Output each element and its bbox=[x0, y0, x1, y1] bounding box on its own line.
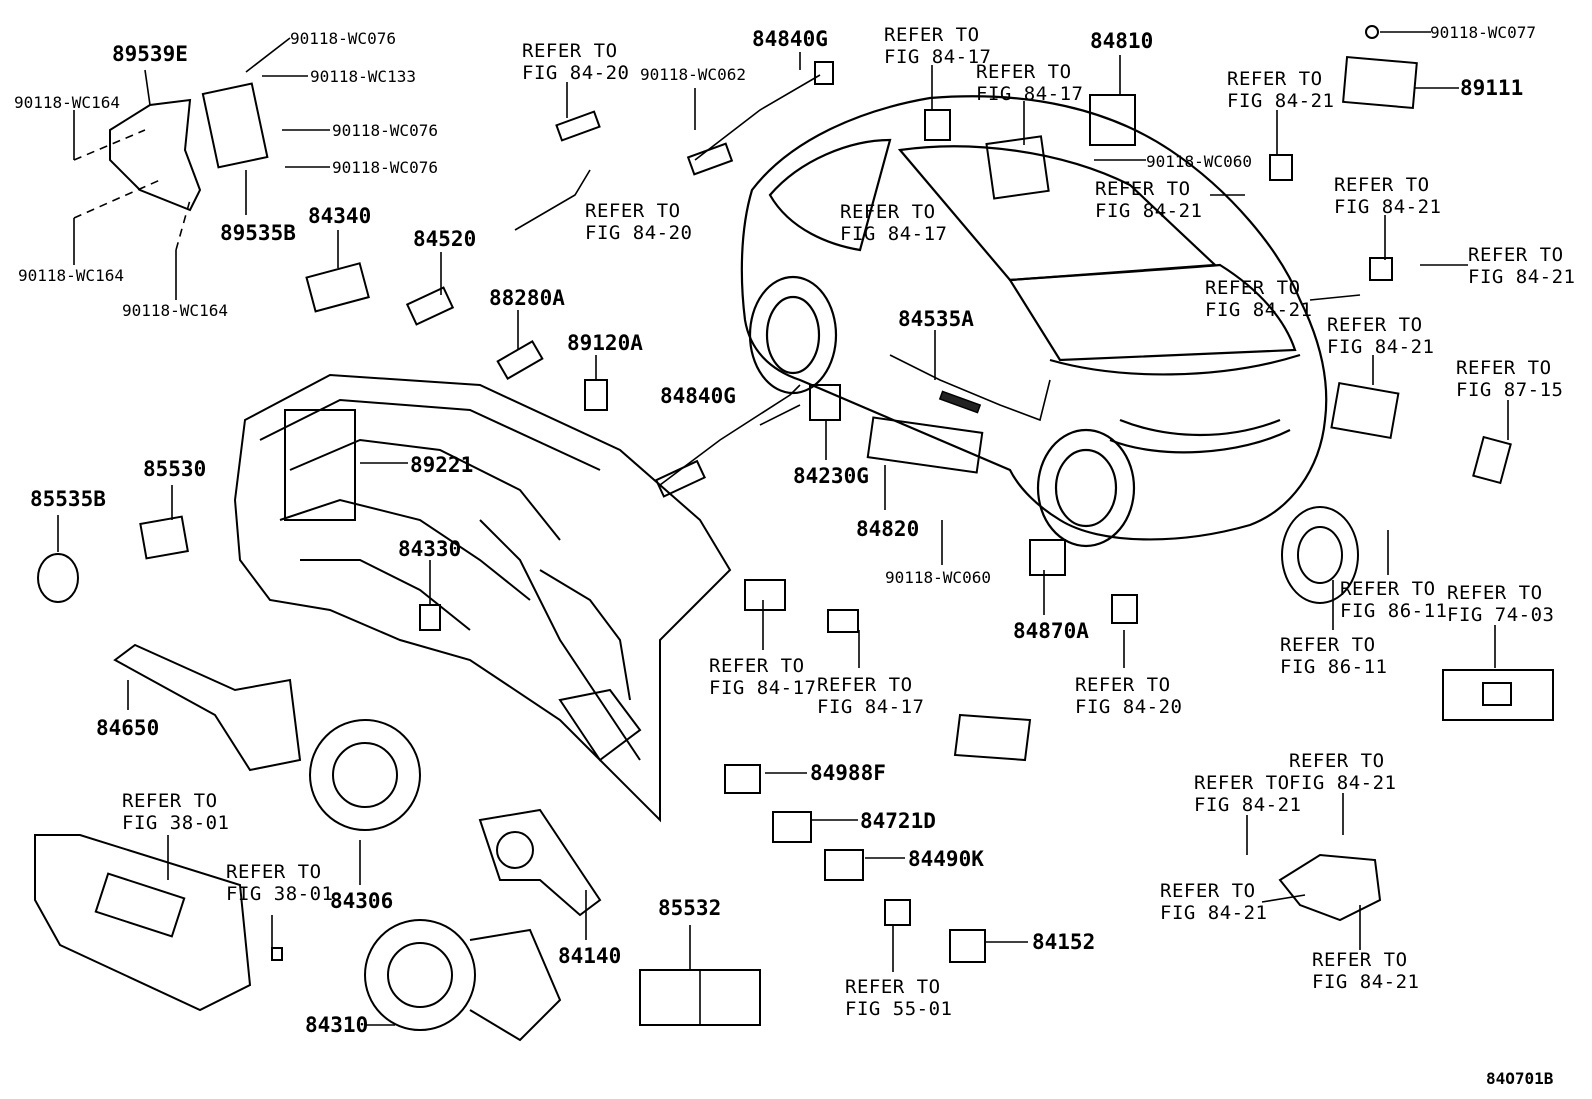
part-label-84535A: 84535A bbox=[898, 307, 974, 331]
part-label-84840G-mid: 84840G bbox=[660, 384, 736, 408]
refer-label-84-20-b: REFER TO FIG 84-20 bbox=[585, 200, 693, 244]
fastener-label-wc060-a: 90118-WC060 bbox=[1146, 152, 1252, 171]
refer-label-84-21-h: REFER TO FIG 84-21 bbox=[1194, 772, 1302, 816]
refer-label-87-15: REFER TO FIG 87-15 bbox=[1456, 357, 1564, 401]
refer-label-84-21-c: REFER TO FIG 84-21 bbox=[1334, 174, 1442, 218]
refer-label-84-21-g: REFER TO FIG 84-21 bbox=[1289, 750, 1397, 794]
part-label-84230G: 84230G bbox=[793, 464, 869, 488]
part-label-84330: 84330 bbox=[398, 537, 462, 561]
part-label-84490K: 84490K bbox=[908, 847, 984, 871]
refer-label-84-21-a: REFER TO FIG 84-21 bbox=[1095, 178, 1203, 222]
refer-label-38-01-b: REFER TO FIG 38-01 bbox=[226, 861, 334, 905]
part-label-84840G-top: 84840G bbox=[752, 27, 828, 51]
part-label-85530: 85530 bbox=[143, 457, 207, 481]
part-label-84820: 84820 bbox=[856, 517, 920, 541]
part-label-84870A: 84870A bbox=[1013, 619, 1089, 643]
part-label-84988F: 84988F bbox=[810, 761, 886, 785]
refer-label-84-17-b: REFER TO FIG 84-17 bbox=[976, 61, 1084, 105]
refer-label-38-01-a: REFER TO FIG 38-01 bbox=[122, 790, 230, 834]
refer-label-84-21-e: REFER TO FIG 84-21 bbox=[1205, 277, 1313, 321]
part-label-89535B: 89535B bbox=[220, 221, 296, 245]
fastener-label-wc062: 90118-WC062 bbox=[640, 65, 746, 84]
part-label-89120A: 89120A bbox=[567, 331, 643, 355]
refer-label-84-21-b: REFER TO FIG 84-21 bbox=[1227, 68, 1335, 112]
fastener-label-wc077: 90118-WC077 bbox=[1430, 23, 1536, 42]
part-label-89539E: 89539E bbox=[112, 42, 188, 66]
part-label-84721D: 84721D bbox=[860, 809, 936, 833]
leader-lines bbox=[57, 31, 1509, 1026]
fastener-label-wc076-b: 90118-WC076 bbox=[332, 121, 438, 140]
fastener-label-wc133: 90118-WC133 bbox=[310, 67, 416, 86]
part-label-84306: 84306 bbox=[330, 889, 394, 913]
diagram-code: 84O701B bbox=[1486, 1069, 1554, 1088]
refer-label-74-03: REFER TO FIG 74-03 bbox=[1447, 582, 1555, 626]
refer-label-84-20-c: REFER TO FIG 84-20 bbox=[1075, 674, 1183, 718]
refer-label-84-21-d: REFER TO FIG 84-21 bbox=[1468, 244, 1576, 288]
instrument-panel-frame bbox=[233, 373, 732, 823]
part-sketches bbox=[34, 25, 1554, 1042]
fastener-label-wc164-b: 90118-WC164 bbox=[18, 266, 124, 285]
part-label-84340: 84340 bbox=[308, 204, 372, 228]
fastener-label-wc164-c: 90118-WC164 bbox=[122, 301, 228, 320]
part-label-84650: 84650 bbox=[96, 716, 160, 740]
fastener-label-wc076-a: 90118-WC076 bbox=[290, 29, 396, 48]
refer-label-86-11-b: REFER TO FIG 86-11 bbox=[1280, 634, 1388, 678]
part-label-84140: 84140 bbox=[558, 944, 622, 968]
refer-label-84-20-a: REFER TO FIG 84-20 bbox=[522, 40, 630, 84]
part-label-84520: 84520 bbox=[413, 227, 477, 251]
part-label-84810: 84810 bbox=[1090, 29, 1154, 53]
refer-label-84-21-f: REFER TO FIG 84-21 bbox=[1327, 314, 1435, 358]
fastener-label-wc164-a: 90118-WC164 bbox=[14, 93, 120, 112]
refer-label-84-17-d: REFER TO FIG 84-17 bbox=[709, 655, 817, 699]
refer-label-84-17-e: REFER TO FIG 84-17 bbox=[817, 674, 925, 718]
part-label-85532: 85532 bbox=[658, 896, 722, 920]
fastener-label-wc060-b: 90118-WC060 bbox=[885, 568, 991, 587]
part-label-88280A: 88280A bbox=[489, 286, 565, 310]
part-label-89111: 89111 bbox=[1460, 76, 1524, 100]
refer-label-55-01: REFER TO FIG 55-01 bbox=[845, 976, 953, 1020]
refer-label-84-21-j: REFER TO FIG 84-21 bbox=[1312, 949, 1420, 993]
part-label-89221: 89221 bbox=[410, 453, 474, 477]
refer-label-84-17-c: REFER TO FIG 84-17 bbox=[840, 201, 948, 245]
part-label-84310: 84310 bbox=[305, 1013, 369, 1037]
fastener-label-wc076-c: 90118-WC076 bbox=[332, 158, 438, 177]
part-label-85535B: 85535B bbox=[30, 487, 106, 511]
refer-label-86-11-a: REFER TO FIG 86-11 bbox=[1340, 578, 1448, 622]
refer-label-84-17-a: REFER TO FIG 84-17 bbox=[884, 24, 992, 68]
part-label-84152: 84152 bbox=[1032, 930, 1096, 954]
refer-label-84-21-i: REFER TO FIG 84-21 bbox=[1160, 880, 1268, 924]
